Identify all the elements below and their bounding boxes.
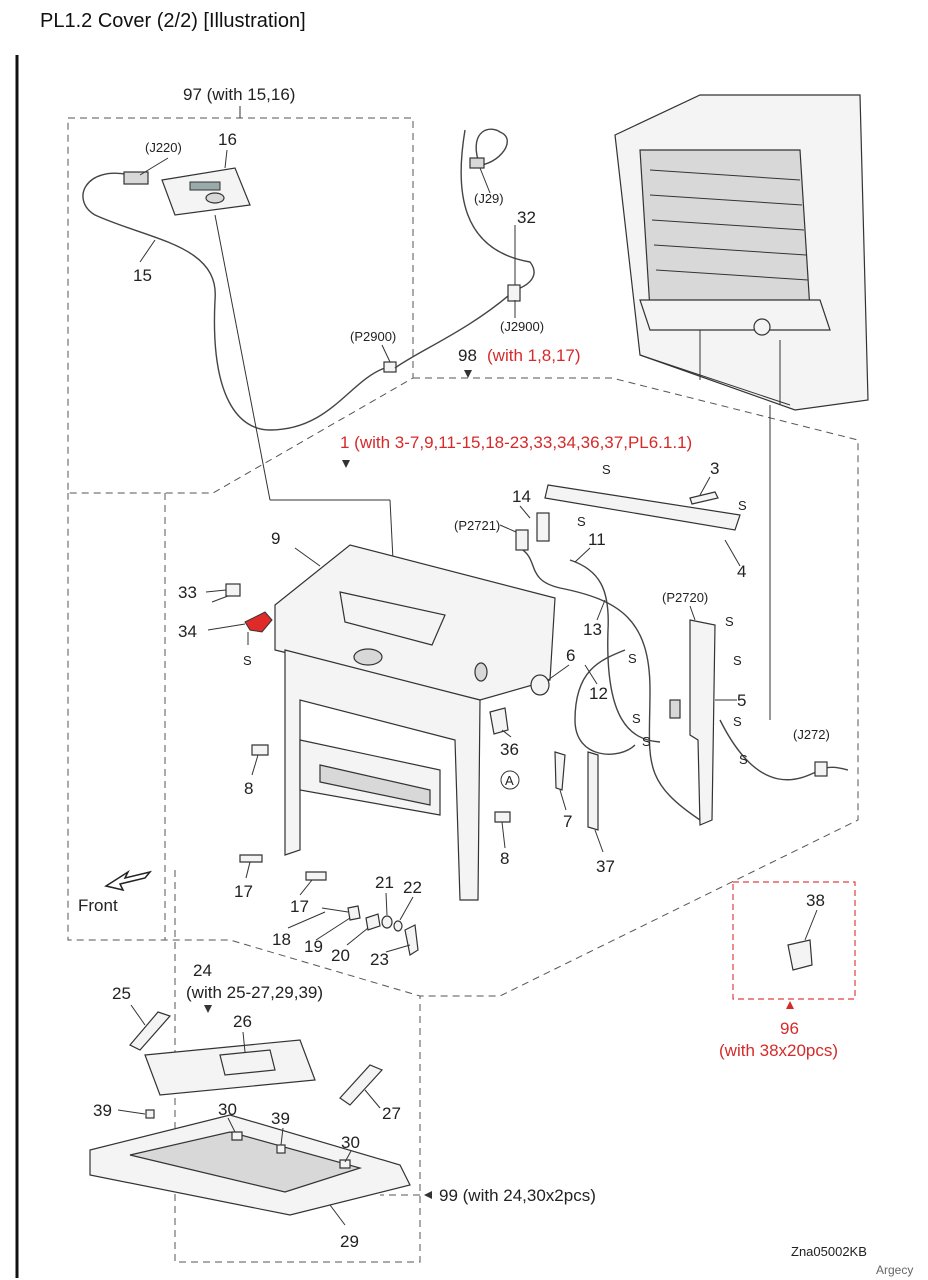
label-part-11: 11: [588, 530, 606, 549]
watermark: Argecy: [876, 1263, 913, 1277]
label-screw-s: S: [733, 714, 742, 729]
marker-24: [204, 1005, 212, 1013]
ref-a-circle: [500, 770, 520, 790]
label-assembly-98-note: (with 1,8,17): [487, 346, 581, 365]
hinge-parts: [239, 744, 511, 956]
label-assembly-96-note: (with 38x20pcs): [719, 1041, 838, 1060]
label-part-39: 39: [271, 1109, 290, 1128]
label-screw-s: S: [725, 614, 734, 629]
label-part-30: 30: [218, 1100, 237, 1119]
label-screw-s: S: [628, 651, 637, 666]
label-screw-s: S: [577, 514, 586, 529]
part-38: [787, 939, 813, 971]
label-connector-j220: (J220): [145, 140, 182, 155]
marker-99: [424, 1191, 432, 1199]
label-part-36: 36: [500, 740, 519, 759]
label-part-14: 14: [512, 487, 531, 506]
label-part-32: 32: [517, 208, 536, 227]
label-assembly-24-num: 24: [193, 961, 212, 980]
label-part-25: 25: [112, 984, 131, 1003]
part-33: [225, 583, 241, 597]
label-part-37: 37: [596, 857, 615, 876]
label-part-16: 16: [218, 130, 237, 149]
top-cover: [274, 544, 556, 901]
label-assembly-99: 99 (with 24,30x2pcs): [439, 1186, 596, 1205]
label-screw-s: S: [632, 711, 641, 726]
label-part-4: 4: [737, 562, 746, 581]
diagram-code: Zna05002KB: [791, 1244, 867, 1259]
label-part-38: 38: [806, 891, 825, 910]
label-part-9: 9: [271, 529, 280, 548]
label-assembly-98-num: 98: [458, 346, 477, 365]
label-connector-j272: (J272): [793, 727, 830, 742]
label-part-6: 6: [566, 646, 575, 665]
label-part-27: 27: [382, 1104, 401, 1123]
label-part-22: 22: [403, 878, 422, 897]
label-part-21: 21: [375, 873, 394, 892]
label-part-8: 8: [244, 779, 253, 798]
cable-32: [394, 128, 535, 369]
label-part-3: 3: [710, 459, 719, 478]
label-part-8: 8: [500, 849, 509, 868]
label-assembly-1: 1 (with 3-7,9,11-15,18-23,33,34,36,37,PL…: [340, 433, 692, 452]
marker-96: [786, 1001, 794, 1009]
front-arrow: [104, 869, 153, 892]
label-part-17: 17: [234, 882, 253, 901]
label-part-19: 19: [304, 937, 323, 956]
label-part-33: 33: [178, 583, 197, 602]
right-side-parts: [489, 484, 849, 831]
label-part-13: 13: [583, 620, 602, 639]
label-part-20: 20: [331, 946, 350, 965]
label-part-34: 34: [178, 622, 197, 641]
label-part-12: 12: [589, 684, 608, 703]
label-connector-p2900: (P2900): [350, 329, 396, 344]
marker-98: [464, 370, 472, 378]
label-screw-s: S: [602, 462, 611, 477]
label-connector-p2721: (P2721): [454, 518, 500, 533]
label-part-30: 30: [341, 1133, 360, 1152]
label-part-15: 15: [133, 266, 152, 285]
label-part-26: 26: [233, 1012, 252, 1031]
label-connector-j2900: (J2900): [500, 319, 544, 334]
printer-body: [614, 94, 869, 720]
label-part-17: 17: [290, 897, 309, 916]
label-part-39: 39: [93, 1101, 112, 1120]
label-screw-s: S: [733, 653, 742, 668]
page-title: PL1.2 Cover (2/2) [Illustration]: [40, 10, 306, 32]
leader-lines: [117, 149, 818, 1226]
label-part-29: 29: [340, 1232, 359, 1251]
labels: 97 (with 15,16) 16 (J220) 15 (J29) 32 (J…: [78, 85, 913, 1277]
operator-panel-assembly: [82, 167, 397, 601]
marker-1: [342, 460, 350, 468]
label-ref-a: A: [505, 773, 514, 788]
label-front: Front: [78, 896, 118, 915]
tray-assembly: [89, 1011, 411, 1216]
label-screw-s: S: [738, 498, 747, 513]
label-assembly-24-note: (with 25-27,29,39): [186, 983, 323, 1002]
label-screw-s: S: [739, 752, 748, 767]
label-part-7: 7: [563, 812, 572, 831]
label-assembly-96-num: 96: [780, 1019, 799, 1038]
part-34: [244, 611, 273, 633]
label-part-18: 18: [272, 930, 291, 949]
label-connector-p2720: (P2720): [662, 590, 708, 605]
label-part-5: 5: [737, 691, 746, 710]
label-connector-j29: (J29): [474, 191, 504, 206]
label-screw-s: S: [642, 734, 651, 749]
label-part-23: 23: [370, 950, 389, 969]
label-screw-s: S: [243, 653, 252, 668]
label-assembly-97: 97 (with 15,16): [183, 85, 295, 104]
